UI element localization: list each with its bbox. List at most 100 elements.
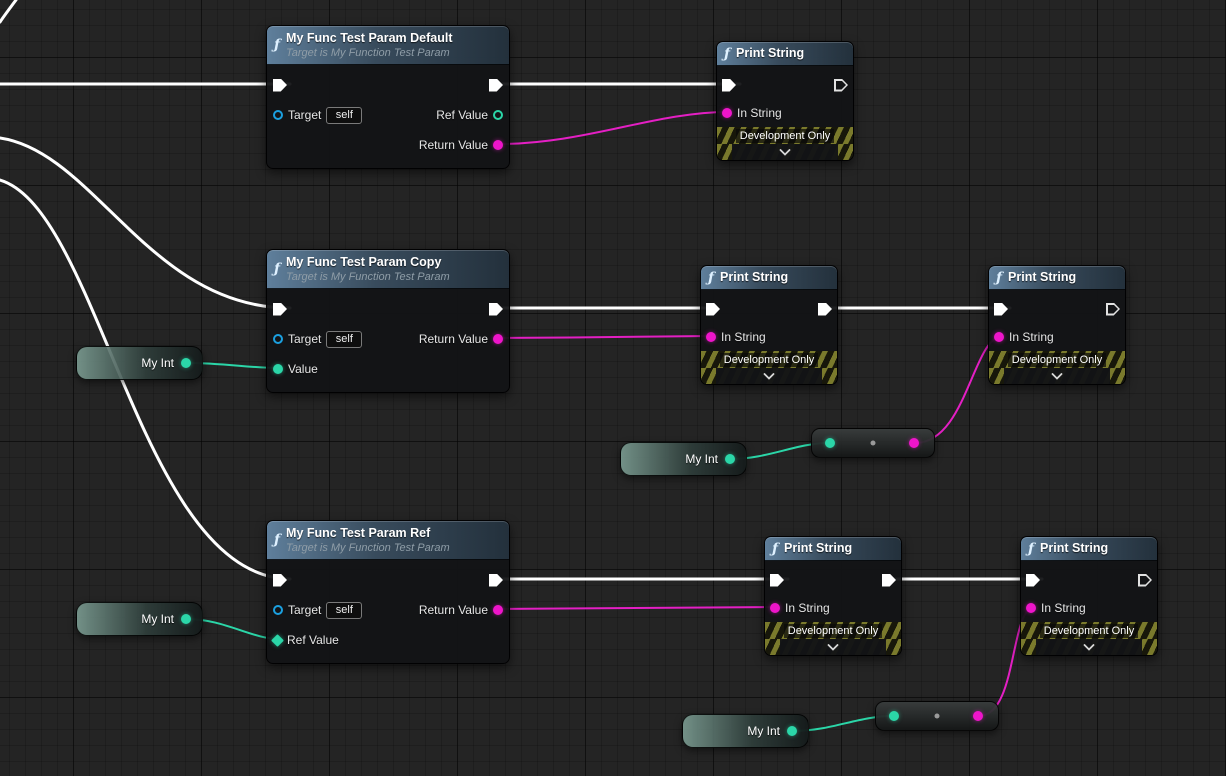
- in-string-pin[interactable]: [770, 603, 780, 613]
- target-pin-label: Target: [288, 108, 322, 122]
- node-title: Print String: [720, 270, 789, 284]
- development-only-banner: Development Only: [701, 351, 837, 368]
- node-my-func-test-param-default[interactable]: ƒ My Func Test Param Default Target is M…: [266, 25, 510, 169]
- node-header[interactable]: ƒ Print String: [701, 266, 837, 290]
- exec-out-pin[interactable]: [489, 573, 503, 587]
- exec-in-pin[interactable]: [722, 78, 736, 92]
- exec-out-pin[interactable]: [489, 302, 503, 316]
- node-footer: [765, 639, 901, 655]
- self-input[interactable]: self: [326, 106, 363, 124]
- node-title: Print String: [1008, 270, 1077, 284]
- node-print-string-1[interactable]: ƒ Print String In String Development Onl…: [716, 41, 854, 161]
- node-header[interactable]: ƒ Print String: [1021, 537, 1157, 561]
- exec-in-pin[interactable]: [273, 573, 287, 587]
- ref-value-pin-label: Ref Value: [436, 108, 488, 122]
- target-pin[interactable]: [273, 110, 283, 120]
- function-icon: ƒ: [274, 532, 281, 548]
- variable-name-label: My Int: [141, 612, 174, 626]
- node-my-func-test-param-ref[interactable]: ƒ My Func Test Param Ref Target is My Fu…: [266, 520, 510, 664]
- variable-name-label: My Int: [685, 452, 718, 466]
- function-icon: ƒ: [772, 540, 779, 557]
- chevron-down-icon[interactable]: [779, 148, 791, 156]
- target-pin-label: Target: [288, 332, 322, 346]
- exec-out-pin[interactable]: [1138, 573, 1152, 587]
- conversion-output-pin[interactable]: [973, 711, 983, 721]
- development-only-banner: Development Only: [989, 351, 1125, 368]
- node-header[interactable]: ƒ My Func Test Param Default Target is M…: [267, 26, 509, 65]
- in-string-pin[interactable]: [706, 332, 716, 342]
- development-only-banner: Development Only: [1021, 622, 1157, 639]
- node-print-string-5[interactable]: ƒ Print String In String Development Onl…: [1020, 536, 1158, 656]
- development-only-banner: Development Only: [765, 622, 901, 639]
- target-pin-label: Target: [288, 603, 322, 617]
- node-footer: [1021, 639, 1157, 655]
- node-get-my-int-4[interactable]: My Int: [682, 714, 809, 748]
- in-string-pin-label: In String: [1009, 330, 1054, 344]
- my-int-output-pin[interactable]: [181, 358, 191, 368]
- node-print-string-4[interactable]: ƒ Print String In String Development Onl…: [764, 536, 902, 656]
- exec-in-pin[interactable]: [994, 302, 1008, 316]
- function-icon: ƒ: [1028, 540, 1035, 557]
- node-print-string-2[interactable]: ƒ Print String In String Development Onl…: [700, 265, 838, 385]
- return-value-pin[interactable]: [493, 140, 503, 150]
- in-string-pin[interactable]: [722, 108, 732, 118]
- exec-in-pin[interactable]: [706, 302, 720, 316]
- node-header[interactable]: ƒ My Func Test Param Ref Target is My Fu…: [267, 521, 509, 560]
- node-get-my-int-3[interactable]: My Int: [76, 602, 203, 636]
- node-get-my-int-1[interactable]: My Int: [76, 346, 203, 380]
- chevron-down-icon[interactable]: [1051, 372, 1063, 380]
- ref-value-pin-label: Ref Value: [287, 633, 339, 647]
- ref-value-pin[interactable]: [271, 633, 284, 647]
- node-my-func-test-param-copy[interactable]: ƒ My Func Test Param Copy Target is My F…: [266, 249, 510, 393]
- node-footer: [717, 144, 853, 160]
- exec-in-pin[interactable]: [770, 573, 784, 587]
- conversion-input-pin[interactable]: [825, 438, 835, 448]
- exec-in-pin[interactable]: [273, 302, 287, 316]
- node-header[interactable]: ƒ Print String: [765, 537, 901, 561]
- ref-value-pin[interactable]: [493, 110, 503, 120]
- chevron-down-icon[interactable]: [827, 643, 839, 651]
- conversion-input-pin[interactable]: [889, 711, 899, 721]
- self-input[interactable]: self: [326, 601, 363, 619]
- my-int-output-pin[interactable]: [787, 726, 797, 736]
- node-int-to-string-conversion-2[interactable]: [875, 701, 999, 731]
- node-footer: [989, 368, 1125, 384]
- exec-out-pin[interactable]: [834, 78, 848, 92]
- exec-in-pin[interactable]: [273, 78, 287, 92]
- exec-in-pin[interactable]: [1026, 573, 1040, 587]
- return-value-pin-label: Return Value: [418, 332, 488, 346]
- variable-name-label: My Int: [747, 724, 780, 738]
- node-title: My Func Test Param Default: [286, 31, 453, 45]
- node-print-string-3[interactable]: ƒ Print String In String Development Onl…: [988, 265, 1126, 385]
- chevron-down-icon[interactable]: [763, 372, 775, 380]
- chevron-down-icon[interactable]: [1083, 643, 1095, 651]
- node-title: Print String: [784, 541, 853, 555]
- development-only-label: Development Only: [1007, 352, 1107, 367]
- exec-out-pin[interactable]: [882, 573, 896, 587]
- node-header[interactable]: ƒ Print String: [989, 266, 1125, 290]
- conversion-output-pin[interactable]: [909, 438, 919, 448]
- target-pin[interactable]: [273, 334, 283, 344]
- variable-name-label: My Int: [141, 356, 174, 370]
- in-string-pin[interactable]: [994, 332, 1004, 342]
- node-header[interactable]: ƒ My Func Test Param Copy Target is My F…: [267, 250, 509, 289]
- in-string-pin[interactable]: [1026, 603, 1036, 613]
- node-get-my-int-2[interactable]: My Int: [620, 442, 747, 476]
- node-header[interactable]: ƒ Print String: [717, 42, 853, 66]
- self-input[interactable]: self: [326, 330, 363, 348]
- value-pin[interactable]: [273, 364, 283, 374]
- in-string-pin-label: In String: [721, 330, 766, 344]
- exec-out-pin[interactable]: [1106, 302, 1120, 316]
- node-int-to-string-conversion-1[interactable]: [811, 428, 935, 458]
- return-value-pin[interactable]: [493, 605, 503, 615]
- target-pin[interactable]: [273, 605, 283, 615]
- my-int-output-pin[interactable]: [181, 614, 191, 624]
- node-title: Print String: [1040, 541, 1109, 555]
- my-int-output-pin[interactable]: [725, 454, 735, 464]
- node-subtitle: Target is My Function Test Param: [286, 47, 450, 59]
- return-value-pin[interactable]: [493, 334, 503, 344]
- exec-out-pin[interactable]: [818, 302, 832, 316]
- exec-out-pin[interactable]: [489, 78, 503, 92]
